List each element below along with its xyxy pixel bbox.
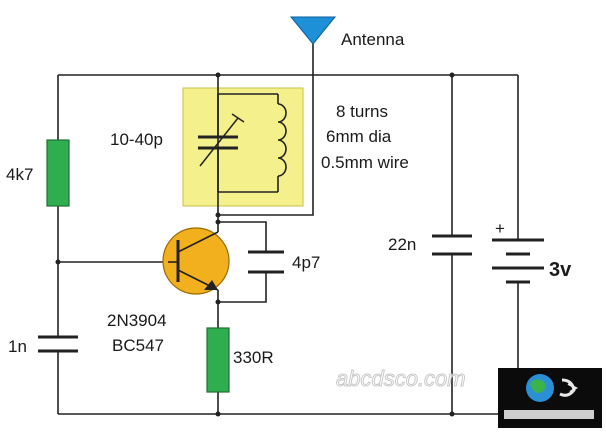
logo-badge [498,368,602,428]
battery-plus-sign: + [495,219,505,238]
watermark-text: abcdsco.com [336,366,466,391]
antenna-symbol [289,16,337,45]
capacitor-22n-label: 22n [388,235,416,254]
capacitor-1n-label: 1n [8,337,27,356]
trimmer-capacitor [198,113,245,168]
resistor-330r [206,327,230,393]
capacitor-22n [432,234,472,256]
trimmer-capacitor-label: 10-40p [110,130,163,149]
capacitor-4p7 [248,250,284,274]
capacitor-1n [38,328,78,360]
capacitor-4p7-label: 4p7 [292,253,320,272]
junction-dots [55,72,455,417]
coil-spec-line2: 6mm dia [326,127,392,146]
antenna-label: Antenna [341,30,405,49]
coil-spec-line3: 0.5mm wire [321,153,409,172]
wires [57,40,519,415]
transistor-label-line2: BC547 [112,336,164,355]
coil-inductor [277,94,287,192]
transistor-label-line1: 2N3904 [107,311,167,330]
coil-spec-line1: 8 turns [336,102,388,121]
battery-symbol [492,238,544,284]
resistor-4k7 [46,139,70,207]
battery-label: 3v [549,259,572,281]
resistor-330r-label: 330R [233,348,274,367]
transistor-symbol [162,227,230,295]
resistor-4k7-label: 4k7 [6,165,33,184]
